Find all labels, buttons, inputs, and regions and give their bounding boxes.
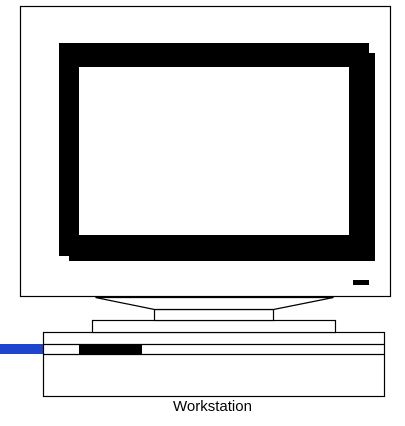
desktop-base-unit-icon: [44, 333, 385, 397]
bezel-notch-top-right: [369, 43, 375, 53]
network-cable-icon: [0, 344, 44, 354]
bezel-notch-bottom-left: [59, 256, 69, 261]
drive-bay-slot: [79, 345, 142, 354]
diagram-caption: Workstation: [0, 398, 405, 415]
stand-swivel: [96, 298, 334, 310]
stand-base-plate: [93, 321, 336, 333]
base-unit-case: [44, 333, 385, 397]
power-indicator: [353, 280, 369, 285]
screen-display: [79, 67, 349, 235]
monitor-stand: [93, 298, 336, 333]
crt-monitor-icon: [21, 7, 391, 297]
stand-neck: [155, 310, 274, 321]
